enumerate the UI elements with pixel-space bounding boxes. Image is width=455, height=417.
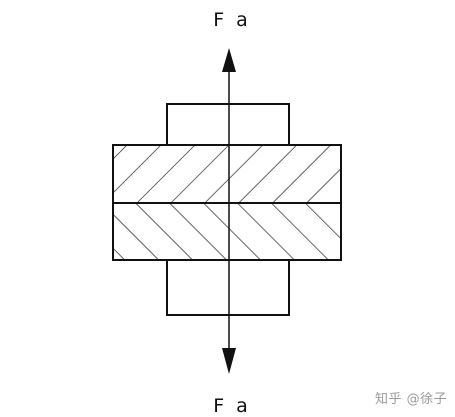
top-force-label: F a [213, 9, 251, 31]
top-arrow-head [222, 48, 236, 72]
upper-spacer-block [166, 103, 290, 146]
watermark-text: 知乎 @徐子 [375, 392, 448, 407]
lower-spacer-block [166, 259, 290, 316]
upper-plate-hatched [112, 144, 342, 204]
bottom-arrow-head [222, 348, 236, 374]
bottom-force-label: F a [213, 395, 251, 417]
lower-plate-hatched [112, 202, 342, 261]
